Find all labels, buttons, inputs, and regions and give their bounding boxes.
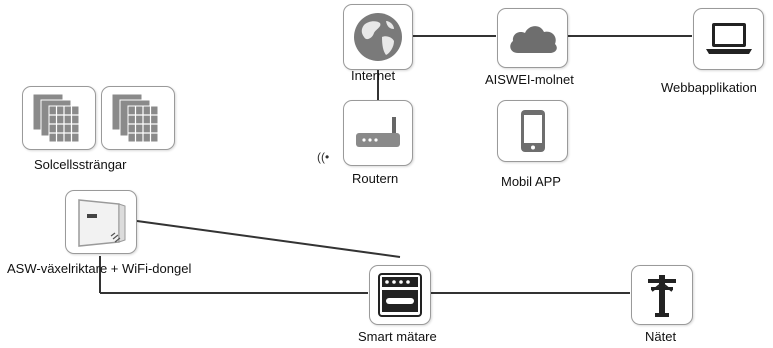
solar-panel-icon [111,93,159,143]
inverter-label: ASW-växelriktare + WiFi-dongel [7,261,192,276]
web-node [693,8,764,70]
web-label: Webbapplikation [661,80,757,95]
solar-panels-node-2 [101,86,175,150]
wifi-signal-icon: ((• [317,150,330,164]
meter-label: Smart mätare [358,329,437,344]
router-icon [356,117,400,147]
solar-panels-node-1 [22,86,96,150]
smartphone-icon [520,110,545,152]
laptop-icon [705,23,752,54]
internet-label: Internet [351,68,396,83]
grid-label: Nätet [645,329,677,344]
power-pole-icon [648,275,676,317]
app-node [497,100,568,162]
meter-node [369,265,431,325]
cloud-label: AISWEI-molnet [485,72,574,87]
cloud-icon [509,26,557,53]
router-label: Routern [352,171,399,186]
inverter-icon [78,199,126,247]
internet-node [343,4,413,70]
cloud-node [497,8,568,68]
smart-meter-icon [378,273,422,317]
solar-panel-icon [32,93,80,143]
panels-label: Solcellssträngar [34,157,127,172]
router-node [343,100,413,166]
app-label: Mobil APP [501,174,561,189]
inverter-node [65,190,137,254]
grid-node [631,265,693,325]
globe-icon [354,13,402,61]
